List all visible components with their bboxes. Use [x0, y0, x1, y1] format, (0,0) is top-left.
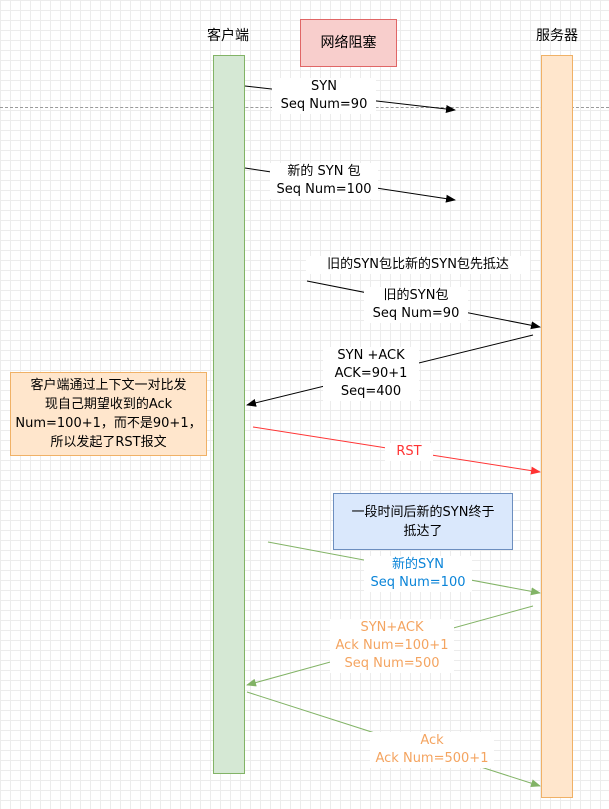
client-lifeline — [213, 55, 245, 774]
client-note-line1: 客户端通过上下文一对比发 — [30, 378, 187, 393]
msg4-line3: Seq=400 — [340, 384, 402, 399]
msg5-line1: 新的SYN — [392, 557, 444, 572]
msg6-line1: SYN+ACK — [360, 620, 424, 635]
client-label: 客户端 — [207, 28, 249, 44]
msg1-label: SYN Seq Num=90 — [272, 78, 376, 114]
msg4-line1: SYN +ACK — [337, 348, 405, 363]
client-note-line3: Num=100+1，而不是90+1， — [15, 416, 202, 431]
client-reasoning-note: 客户端通过上下文一对比发 现自己期望收到的Ack Num=100+1，而不是90… — [10, 372, 207, 456]
client-note-line4: 所以发起了RST报文 — [50, 435, 167, 450]
msg2-label: 新的 SYN 包 Seq Num=100 — [270, 163, 378, 199]
network-blocked-box: 网络阻塞 — [300, 19, 397, 67]
msg1-line2: Seq Num=90 — [280, 97, 368, 112]
msg4-line2: ACK=90+1 — [334, 366, 408, 381]
client-note-line2: 现自己期望收到的Ack — [44, 397, 173, 412]
msg5-line2: Seq Num=100 — [370, 575, 466, 590]
network-blocked-label: 网络阻塞 — [320, 34, 377, 51]
server-label: 服务器 — [536, 28, 578, 44]
old-arrive-label: 旧的SYN包比新的SYN包先抵达 — [306, 256, 530, 274]
rst-label: RST — [385, 443, 433, 461]
msg2-line2: Seq Num=100 — [276, 182, 372, 197]
later-note-line2: 抵达了 — [403, 523, 443, 539]
msg3-line1: 旧的SYN包 — [383, 288, 449, 303]
msg7-line1: Ack — [420, 733, 444, 748]
msg2-line1: 新的 SYN 包 — [287, 164, 361, 179]
msg3-label: 旧的SYN包 Seq Num=90 — [364, 287, 468, 323]
msg6-line2: Ack Num=100+1 — [335, 638, 449, 653]
msg7-line2: Ack Num=500+1 — [375, 751, 489, 766]
msg1-line1: SYN — [311, 79, 337, 94]
later-note-line1: 一段时间后新的SYN终于 — [351, 504, 495, 520]
msg4-label: SYN +ACK ACK=90+1 Seq=400 — [323, 347, 419, 401]
msg6-line3: Seq Num=500 — [344, 656, 440, 671]
msg5-label: 新的SYN Seq Num=100 — [364, 556, 472, 592]
msg7-label: Ack Ack Num=500+1 — [370, 732, 494, 768]
server-lifeline — [541, 55, 573, 798]
msg6-label: SYN+ACK Ack Num=100+1 Seq Num=500 — [330, 619, 454, 673]
later-arrival-note: 一段时间后新的SYN终于 抵达了 — [333, 493, 513, 550]
msg3-line2: Seq Num=90 — [372, 306, 460, 321]
